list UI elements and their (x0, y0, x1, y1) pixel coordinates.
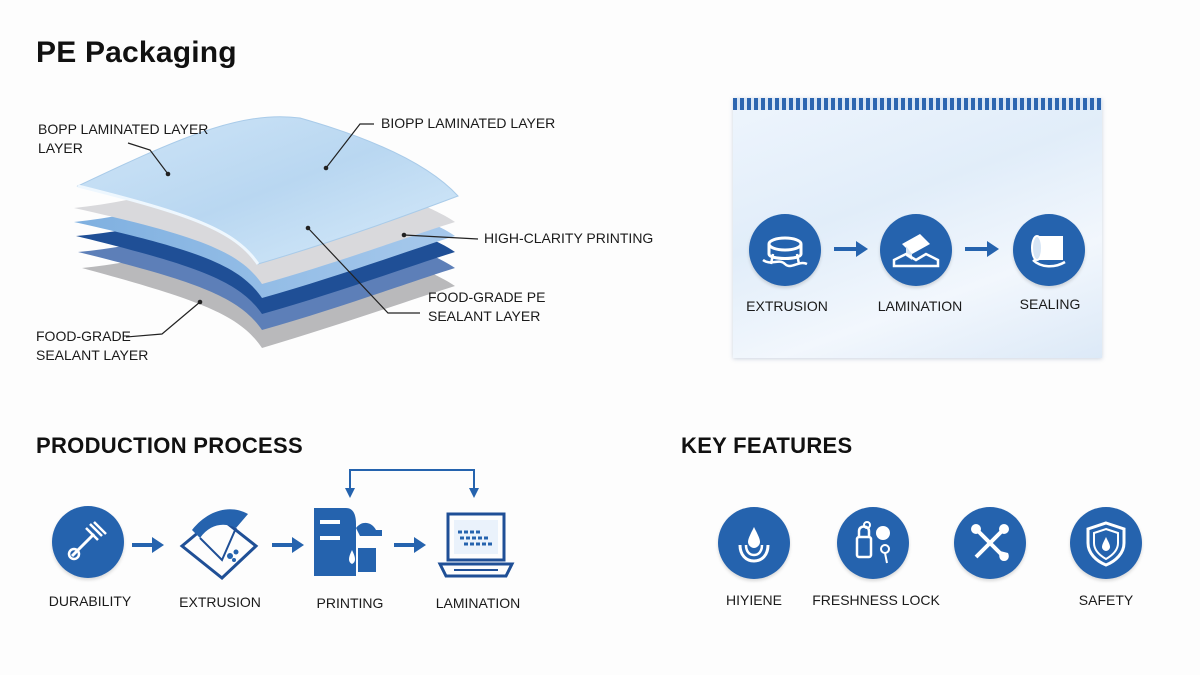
layer-stack-diagram (74, 116, 479, 348)
callout-bopp-left-line1: BOPP LAMINATED LAYER (38, 121, 209, 137)
process-loop-connector (345, 469, 479, 498)
callout-sealant-left: FOOD-GRADE SEALANT LAYER (36, 327, 148, 365)
production-section-title: PRODUCTION PROCESS (36, 433, 303, 458)
process-step-label-printing: PRINTING (316, 595, 384, 611)
pouch-step-label-extrusion: EXTRUSION (746, 298, 828, 314)
process-step-label-lamination: LAMINATION (435, 595, 521, 611)
pouch-arrow-1 (834, 241, 868, 257)
durability-icon (52, 506, 124, 578)
extrusion-sheet-icon (179, 509, 259, 580)
process-step-label-extrusion: EXTRUSION (179, 594, 261, 610)
process-arrow-2 (272, 537, 304, 553)
pouch-arrow-2 (965, 241, 999, 257)
callout-sealant-left-line2: SEALANT LAYER (36, 347, 149, 363)
feature-label-safety: SAFETY (1078, 592, 1134, 608)
callout-sealant-right-line2: SEALANT LAYER (428, 308, 541, 324)
callout-bopp-left-line2: LAYER (38, 140, 83, 156)
tools-icon (954, 507, 1026, 579)
process-arrow-3 (394, 537, 426, 553)
extrusion-roll-icon (749, 214, 821, 286)
freshness-lock-icon (837, 507, 909, 579)
callout-sealant-left-line1: FOOD-GRADE (36, 328, 131, 344)
callout-bopp-left: BOPP LAMINATED LAYER LAYER (38, 120, 208, 158)
hygiene-drop-icon (718, 507, 790, 579)
lamination-machine-icon (437, 512, 515, 578)
feature-label-freshness-lock: FRESHNESS LOCK (812, 592, 940, 608)
callout-sealant-right: FOOD-GRADE PE SEALANT LAYER (428, 288, 545, 326)
process-step-label-durability: DURABILITY (48, 593, 132, 609)
sealing-roll-icon (1013, 214, 1085, 286)
callout-bopp-right: BIOPP LAMINATED LAYER (381, 115, 556, 131)
pouch-step-label-lamination: LAMINATION (877, 298, 963, 314)
page-title: PE Packaging (36, 36, 237, 69)
callout-printing: HIGH-CLARITY PRINTING (484, 230, 654, 246)
pouch-step-label-sealing: SEALING (1019, 296, 1081, 312)
callout-sealant-right-line1: FOOD-GRADE PE (428, 289, 546, 305)
pouch-seal-stripe (733, 98, 1102, 110)
lamination-icon (880, 214, 952, 286)
printing-icon (314, 508, 382, 576)
feature-label-hygiene: HIYIENE (725, 592, 782, 608)
features-section-title: KEY FEATURES (681, 433, 853, 458)
shield-icon (1070, 507, 1142, 579)
process-arrow-1 (132, 537, 164, 553)
